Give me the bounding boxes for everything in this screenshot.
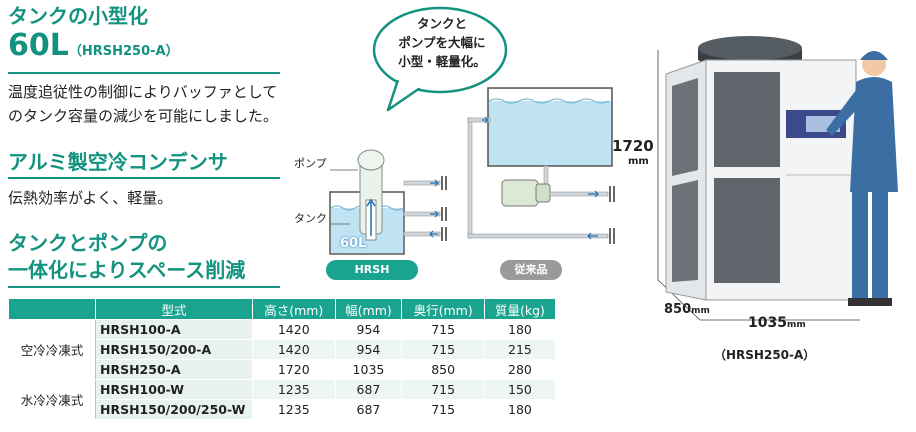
width-value: 1035 — [748, 315, 787, 331]
row-mass: 215 — [483, 339, 557, 360]
height-unit: mm — [628, 156, 649, 167]
row-model: HRSH150/200-A — [95, 339, 253, 360]
spec-header-depth: 奥行(mm) — [401, 298, 485, 320]
row-width: 954 — [334, 339, 403, 360]
tank-label: タンク — [294, 212, 327, 225]
row-mass: 180 — [483, 319, 557, 340]
table-row: 水冷冷凍式 HRSH100-W 1235 687 715 150 — [8, 379, 557, 420]
row-width: 954 — [334, 319, 403, 340]
spec-header-mass: 質量(kg) — [483, 298, 557, 320]
row-depth: 715 — [401, 379, 485, 400]
heading-space-saving-line2: 一体化によりスペース削減 — [8, 258, 246, 282]
height-value: 1720 — [612, 137, 654, 155]
bubble-line1: タンクと — [416, 16, 467, 31]
speech-bubble-text: タンクと ポンプを大幅に 小型・軽量化。 — [378, 14, 506, 71]
heading1-rule — [8, 72, 280, 74]
spec-header-model: 型式 — [95, 298, 253, 320]
heading-tank-downsizing: タンクの小型化 — [8, 4, 148, 28]
row-depth: 715 — [401, 399, 485, 420]
spec-table: 型式 高さ(mm) 幅(mm) 奥行(mm) 質量(kg) 空冷冷凍式 HRSH… — [8, 298, 557, 420]
paragraph-tank-line2: のタンク容量の減少を可能にしました。 — [8, 107, 279, 125]
conventional-tank-pump-diagram — [467, 87, 615, 244]
hrsh-tank-pump-diagram — [329, 149, 447, 255]
heading-space-saving: タンクとポンプの 一体化によりスペース削減 — [8, 230, 245, 284]
chiller-unit-illustration — [657, 36, 898, 321]
heading-tank-size: 60L（HRSH250-A） — [8, 28, 179, 70]
paragraph-tank-line1: 温度追従性の制御によりバッファとして — [8, 83, 278, 101]
tank-size-model: （HRSH250-A） — [68, 44, 179, 59]
table-row: HRSH150/200-A 1420 954 715 215 — [8, 339, 557, 360]
conventional-tag: 従来品 — [500, 260, 562, 280]
width-dimension: 1035mm — [748, 312, 806, 331]
spec-table-header-row: 型式 高さ(mm) 幅(mm) 奥行(mm) 質量(kg) — [8, 298, 557, 320]
row-depth: 715 — [401, 319, 485, 340]
row-height: 1235 — [252, 399, 336, 420]
hrsh-tag: HRSH — [326, 260, 418, 280]
row-mass: 180 — [483, 399, 557, 420]
row-height: 1235 — [252, 379, 336, 400]
heading-aluminum-condenser: アルミ製空冷コンデンサ — [8, 150, 228, 174]
row-depth: 850 — [401, 359, 485, 380]
row-depth: 715 — [401, 339, 485, 360]
product-caption: （HRSH250-A） — [714, 348, 816, 362]
table-row: HRSH250-A 1720 1035 850 280 — [8, 359, 557, 380]
category-water-cooled: 水冷冷凍式 — [8, 379, 96, 420]
bubble-line2: ポンプを大幅に — [398, 35, 486, 50]
heading3-rule — [8, 286, 280, 288]
row-model: HRSH150/200/250-W — [95, 399, 253, 420]
spec-header-height: 高さ(mm) — [252, 298, 336, 320]
depth-dimension: 850mm — [664, 298, 710, 317]
heading-space-saving-line1: タンクとポンプの — [8, 231, 168, 255]
row-mass: 150 — [483, 379, 557, 400]
row-height: 1720 — [252, 359, 336, 380]
height-dimension: 1720 mm — [612, 138, 654, 170]
spec-header-width: 幅(mm) — [334, 298, 403, 320]
tank-size-value: 60L — [8, 28, 69, 63]
row-height: 1420 — [252, 339, 336, 360]
bubble-line3: 小型・軽量化。 — [398, 54, 486, 69]
heading-tank-downsizing-line1: タンクの小型化 — [8, 4, 148, 28]
paragraph-condenser: 伝熱効率がよく、軽量。 — [8, 189, 173, 207]
pump-label: ポンプ — [294, 157, 327, 170]
row-model: HRSH100-W — [95, 379, 253, 400]
width-unit: mm — [786, 320, 806, 330]
row-model: HRSH250-A — [95, 359, 253, 380]
speech-bubble — [372, 6, 508, 112]
depth-unit: mm — [691, 306, 710, 316]
heading2-rule — [8, 177, 280, 179]
row-width: 687 — [334, 379, 403, 400]
depth-value: 850 — [664, 302, 692, 317]
category-air-cooled: 空冷冷凍式 — [8, 319, 96, 380]
table-row: HRSH150/200/250-W 1235 687 715 180 — [8, 399, 557, 420]
row-model: HRSH100-A — [95, 319, 253, 340]
row-height: 1420 — [252, 319, 336, 340]
row-width: 687 — [334, 399, 403, 420]
spec-header-blank — [8, 298, 96, 320]
table-row: 空冷冷凍式 HRSH100-A 1420 954 715 180 — [8, 319, 557, 380]
paragraph-tank: 温度追従性の制御によりバッファとして のタンク容量の減少を可能にしました。 — [8, 80, 278, 128]
row-width: 1035 — [334, 359, 403, 380]
tank-volume-label: 60L — [340, 236, 367, 251]
row-mass: 280 — [483, 359, 557, 380]
